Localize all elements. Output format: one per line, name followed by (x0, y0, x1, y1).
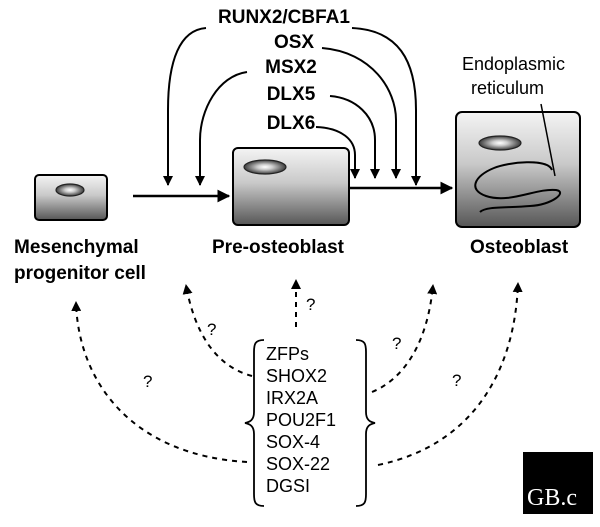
right-brace (355, 339, 376, 507)
question-mark-preosteoblast-left: ? (207, 320, 217, 339)
nucleus-icon (55, 183, 85, 197)
factor-item: IRX2A (266, 388, 319, 408)
label-runx2: RUNX2/CBFA1 (218, 7, 350, 28)
factor-item: POU2F1 (266, 410, 337, 430)
label-mesenchymal-line2: progenitor cell (14, 263, 146, 284)
osx-arrow (321, 47, 401, 179)
factor-item: ZFPs (266, 344, 309, 364)
osteoblast-cell (455, 111, 581, 228)
label-er-line2: reticulum (471, 78, 545, 98)
er-pointer-line (540, 103, 556, 177)
question-mark-mesenchymal: ? (143, 372, 153, 391)
journal-logo: GB.c (523, 452, 593, 514)
msx2-arrow (195, 71, 248, 186)
runx2-arrow-right (351, 27, 421, 186)
nucleus-icon (478, 135, 522, 151)
mesenchymal-cell (34, 174, 108, 221)
factor-item: DGSI (266, 476, 311, 496)
nucleus-icon (243, 159, 287, 175)
dashed-arrow-osteoblast-inner (371, 284, 438, 393)
label-mesenchymal-line1: Mesenchymal (14, 237, 139, 258)
factor-item: SOX-4 (266, 432, 321, 452)
label-msx2: MSX2 (265, 57, 317, 78)
label-osx: OSX (273, 32, 315, 53)
label-er-line1: Endoplasmic (462, 54, 566, 74)
label-preosteoblast: Pre-osteoblast (212, 237, 344, 258)
question-mark-osteoblast-inner: ? (392, 334, 402, 353)
label-dlx6: DLX6 (266, 113, 316, 134)
candidate-arrows (71, 279, 523, 466)
dlx5-arrow (329, 95, 380, 179)
dashed-arrow-preosteoblast-left (182, 284, 253, 377)
label-dlx5: DLX5 (266, 84, 316, 105)
dlx6-arrow (315, 126, 360, 179)
dashed-arrow-mesenchymal (71, 301, 248, 463)
runx2-arrow-left (163, 27, 207, 186)
er-squiggle-icon (474, 161, 562, 213)
candidate-factor-list: ZFPs SHOX2 IRX2A POU2F1 SOX-4 SOX-22 DGS… (266, 343, 336, 497)
label-osteoblast: Osteoblast (470, 237, 569, 258)
factor-item: SOX-22 (266, 454, 331, 474)
left-brace (244, 339, 265, 507)
factor-item: SHOX2 (266, 366, 328, 386)
question-mark-preosteoblast-top: ? (306, 295, 316, 314)
question-mark-osteoblast-outer: ? (452, 371, 462, 390)
regulator-arrows (163, 27, 421, 186)
preosteoblast-cell (232, 147, 350, 226)
journal-logo-text: GB.c (527, 485, 577, 511)
